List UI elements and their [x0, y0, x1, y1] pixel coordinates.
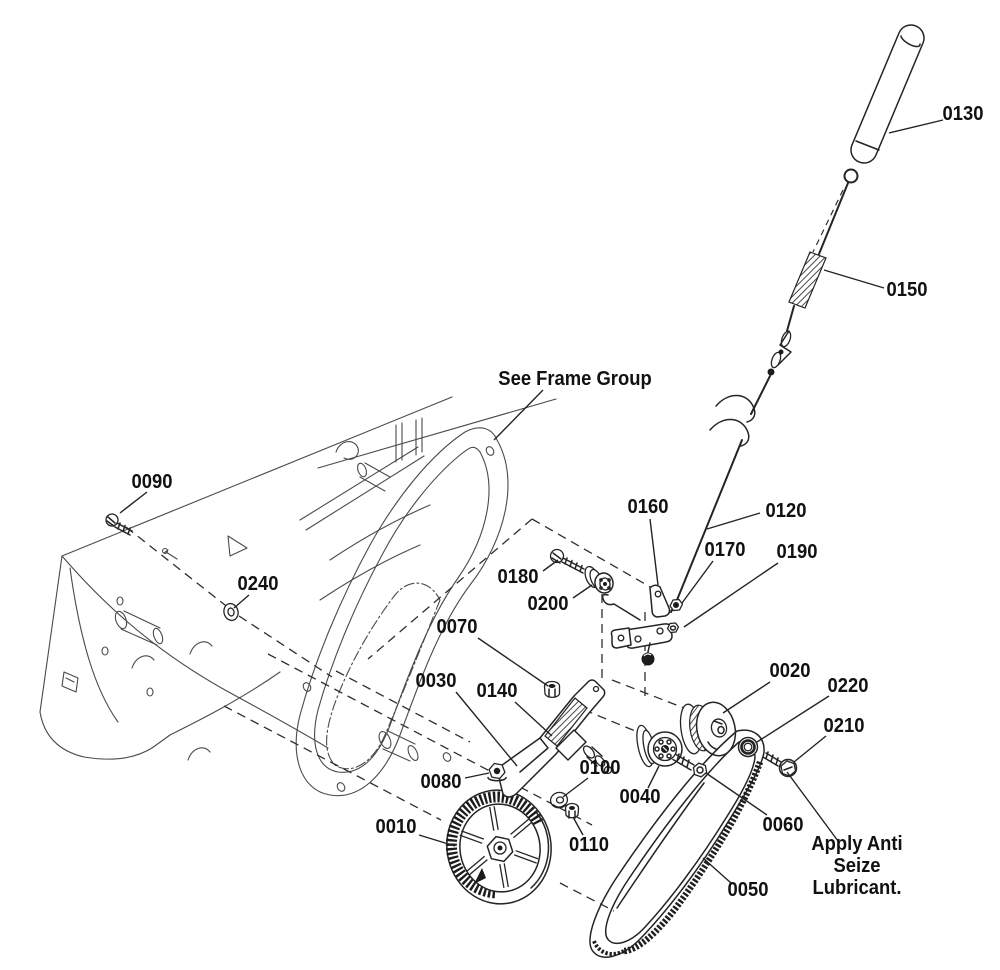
part-bolt-0210	[762, 751, 798, 778]
part-nut-0170	[669, 598, 684, 612]
part-label-0120-leader	[706, 512, 761, 530]
part-roller-0200	[584, 565, 614, 594]
part-pulley-0010	[445, 789, 552, 905]
part-label-0140-leader	[514, 701, 553, 737]
part-bolt-0060	[672, 753, 708, 778]
part-nut-0190	[666, 622, 680, 634]
part-label-0170-leader	[681, 560, 714, 604]
part-label-0010-leader	[418, 834, 456, 847]
part-label-0030-leader	[455, 691, 518, 767]
part-label-0180-leader	[542, 559, 559, 572]
part-label-0040-leader	[647, 765, 660, 789]
part-idler-arm-0030	[497, 679, 613, 798]
part-belt-0050	[589, 729, 765, 958]
leader-lines-layer	[119, 119, 944, 884]
part-spring-0150	[788, 251, 827, 309]
part-pulley-0020	[679, 701, 737, 757]
part-cable-rod-0120	[670, 168, 859, 613]
part-label-0220-leader	[756, 695, 830, 743]
part-label-0070-leader	[477, 637, 549, 687]
part-label-0020-leader	[722, 681, 771, 714]
frame-group-art	[39, 396, 557, 797]
part-flange-nut-0080	[487, 762, 507, 782]
part-washer-0100	[549, 791, 569, 809]
part-label-0190-leader	[683, 562, 779, 628]
part-label-0160-leader	[649, 518, 659, 586]
dashed-guides	[125, 518, 685, 912]
part-label-0110-leader	[572, 816, 584, 836]
note-see-frame-group-leader	[493, 389, 544, 441]
part-idler-pulley-0040	[636, 724, 683, 768]
part-label-0150-leader	[823, 269, 885, 289]
part-label-0060-leader	[705, 772, 768, 816]
part-spring-0140	[544, 697, 588, 747]
part-nut-0110	[564, 802, 580, 819]
part-nut-0070	[543, 680, 561, 698]
part-bolt-0180	[549, 548, 585, 574]
part-label-0080-leader	[464, 772, 490, 779]
part-label-0050-leader	[702, 857, 732, 884]
part-label-0130-leader	[888, 119, 944, 134]
rotation-arrow-icon	[474, 868, 486, 884]
axle-boss	[114, 610, 164, 646]
part-label-0090-leader	[119, 491, 148, 514]
note-apply-anti-seize-leader	[786, 771, 839, 842]
part-label-0200-leader	[572, 584, 593, 599]
part-label-0100-leader	[562, 777, 589, 798]
arm-tab	[555, 729, 587, 761]
part-label-0210-leader	[793, 735, 827, 763]
part-handle-grip-0130	[850, 24, 925, 164]
part-bracket-0160	[601, 584, 673, 666]
part-washer-0220	[737, 736, 759, 758]
part-bolt-0090	[105, 513, 133, 536]
part-label-0240-leader	[233, 594, 250, 609]
part-cable-adjuster-links	[767, 330, 792, 376]
